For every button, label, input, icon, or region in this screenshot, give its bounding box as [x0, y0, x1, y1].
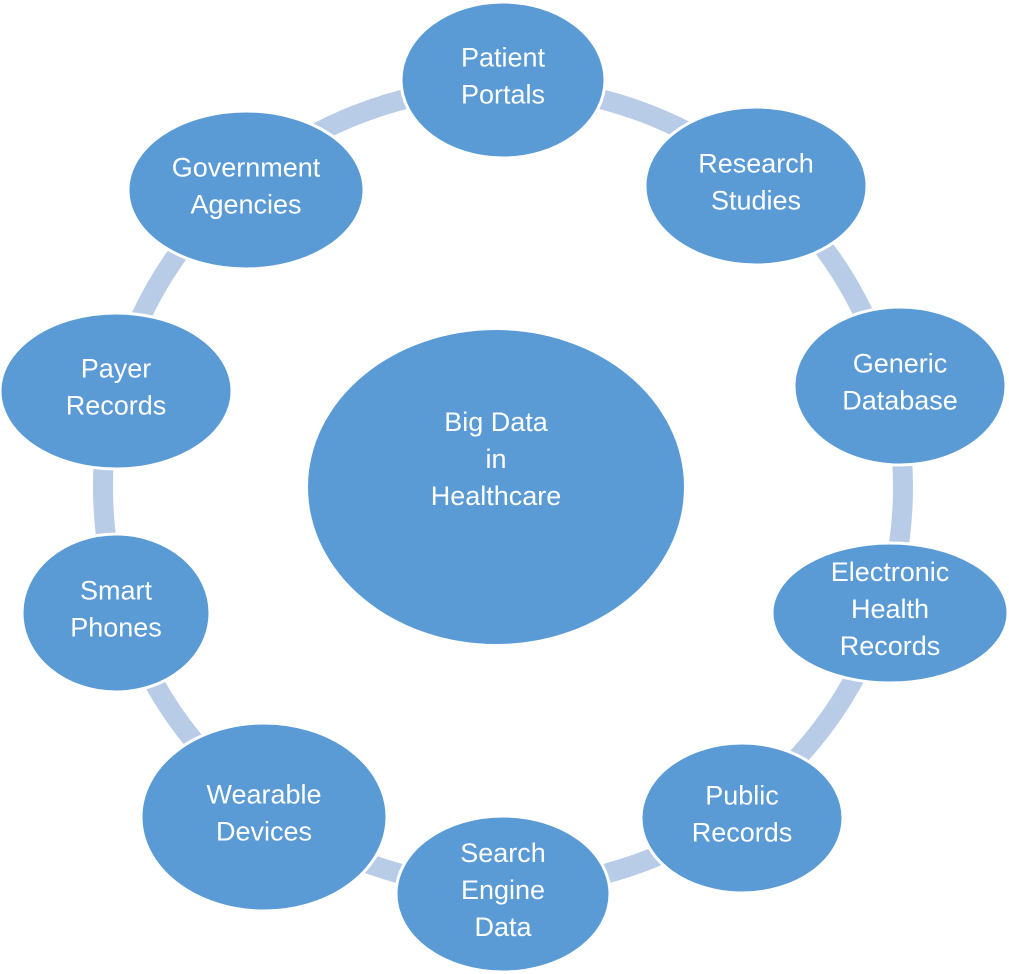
node-payer-records-label-line-1: Payer — [81, 354, 152, 384]
node-public-records-label-line-1: Public — [705, 781, 779, 811]
node-wearable-devices-shape — [139, 721, 389, 913]
node-government-agencies-label-line-2: Agencies — [190, 190, 301, 220]
node-smart-phones-shape — [20, 532, 212, 694]
node-public-records-label-line-2: Records — [692, 818, 793, 848]
center-node-shape — [308, 330, 684, 644]
node-smart-phones-label-line-2: Phones — [70, 613, 162, 643]
node-patient-portals-shape — [399, 0, 607, 160]
node-electronic-health-records-label-line-3: Records — [840, 631, 941, 661]
center-label-line-1: Big Data — [444, 407, 549, 437]
node-government-agencies-label-line-1: Government — [172, 153, 321, 183]
node-search-engine-data-label-line-3: Data — [474, 912, 532, 942]
node-payer-records-label-line-2: Records — [66, 391, 167, 421]
node-public-records-shape — [639, 741, 845, 895]
node-smart-phones-label-line-1: Smart — [80, 576, 153, 606]
node-search-engine-data-shape — [394, 814, 612, 974]
node-electronic-health-records-shape — [770, 541, 1009, 685]
node-generic-database-label-line-1: Generic — [853, 349, 948, 379]
node-research-studies-label-line-2: Studies — [711, 186, 801, 216]
node-wearable-devices-label-line-2: Devices — [216, 817, 312, 847]
node-payer-records-shape — [0, 311, 234, 471]
node-generic-database-shape — [792, 305, 1008, 467]
node-research-studies-label-line-1: Research — [698, 149, 814, 179]
node-generic-database-label-line-2: Database — [842, 386, 958, 416]
node-electronic-health-records-label-line-1: Electronic — [831, 557, 950, 587]
node-patient-portals-label-line-1: Patient — [461, 43, 546, 73]
node-electronic-health-records-label-line-2: Health — [851, 594, 929, 624]
node-patient-portals-label-line-2: Portals — [461, 80, 545, 110]
node-research-studies-shape — [643, 105, 869, 267]
node-search-engine-data-label-line-2: Engine — [461, 875, 545, 905]
node-search-engine-data-label-line-1: Search — [460, 838, 546, 868]
node-wearable-devices-label-line-1: Wearable — [206, 780, 321, 810]
center-label-line-3: Healthcare — [431, 481, 562, 511]
center-label-line-2: in — [485, 444, 506, 474]
node-government-agencies-shape — [126, 109, 366, 271]
